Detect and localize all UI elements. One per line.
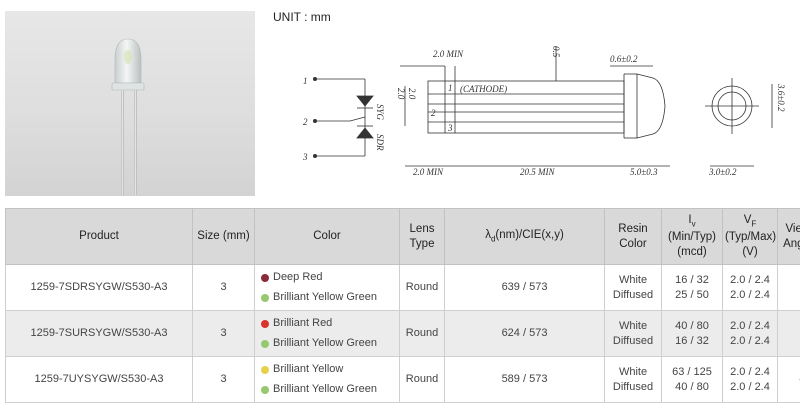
- cell-lambda: 589 / 573: [444, 356, 605, 403]
- dim-pitch-2: 2.0: [407, 88, 417, 100]
- cell-lens: Round: [399, 264, 445, 311]
- cell-product: 1259-7SURSYGW/S530-A3: [5, 310, 193, 357]
- dim-body-length: 5.0±0.3: [630, 167, 658, 177]
- dim-diameter: 3.6±0.2: [776, 83, 786, 112]
- color-dot: [261, 273, 269, 282]
- chip-label-syg: SYG: [375, 104, 385, 121]
- header-resin: Resin Color: [604, 208, 662, 265]
- led-image: [111, 38, 145, 195]
- cell-color: Brilliant Red Brilliant Yellow Green: [254, 310, 400, 357]
- table-header-row: Product Size (mm) Color Lens Type λd(nm)…: [5, 208, 800, 265]
- cell-color: Deep Red Brilliant Yellow Green: [254, 264, 400, 311]
- color-dot: [261, 385, 269, 394]
- dim-lens-top: 0.6±0.2: [610, 54, 638, 64]
- product-photo: [5, 11, 255, 196]
- table-row: 1259-7SURSYGW/S530-A3 3 Brilliant Red Br…: [5, 310, 800, 357]
- pin-3-label: 3: [302, 152, 308, 162]
- cell-resin: White Diffused: [604, 310, 662, 357]
- header-angle: Viewing Angle (°): [777, 208, 800, 265]
- spec-table: Product Size (mm) Color Lens Type λd(nm)…: [5, 208, 800, 403]
- dim-bottom-min: 2.0 MIN: [413, 167, 444, 177]
- body-label-1: 1: [448, 83, 453, 93]
- color-dot: [261, 293, 269, 302]
- header-lambda: λd(nm)/CIE(x,y): [444, 208, 605, 265]
- cell-lambda: 639 / 573: [444, 264, 605, 311]
- dim-top-min: 2.0 MIN: [433, 49, 464, 59]
- cell-lens: Round: [399, 356, 445, 403]
- dim-lead-length: 20.5 MIN: [520, 167, 555, 177]
- dim-lead-width: 0.5: [551, 46, 561, 58]
- header-iv: Iv(Min/Typ)(mcd): [661, 208, 723, 265]
- cell-product: 1259-7SDRSYGW/S530-A3: [5, 264, 193, 311]
- table-row: 1259-7SDRSYGW/S530-A3 3 Deep Red Brillia…: [5, 264, 800, 311]
- cell-resin: White Diffused: [604, 356, 662, 403]
- pin-1-label: 1: [303, 76, 308, 86]
- color-dot: [261, 365, 269, 374]
- header-color: Color: [254, 208, 400, 265]
- color-dot: [261, 319, 269, 328]
- dim-pitch-1: 2.0: [396, 88, 406, 100]
- body-label-2: 2: [431, 108, 436, 118]
- color-dot: [261, 339, 269, 348]
- cell-size: 3: [192, 310, 255, 357]
- table-row: 1259-7UYSYGW/S530-A3 3 Brilliant Yellow …: [5, 356, 800, 403]
- chip-label-sdr: SDR: [375, 134, 385, 151]
- header-lens: Lens Type: [399, 208, 445, 265]
- cell-color: Brilliant Yellow Brilliant Yellow Green: [254, 356, 400, 403]
- cell-size: 3: [192, 264, 255, 311]
- dim-width: 3.0±0.2: [708, 167, 737, 177]
- header-vf: VF(Typ/Max)(V): [722, 208, 778, 265]
- cell-angle: 50: [777, 264, 800, 311]
- cell-angle: 60: [777, 310, 800, 357]
- cell-angle: 40: [777, 356, 800, 403]
- dimension-drawing: SYG SDR 1 2 3 1 2 3 (CATHODE) 2.0 MIN 0.…: [302, 46, 786, 177]
- cell-resin: White Diffused: [604, 264, 662, 311]
- cell-product: 1259-7UYSYGW/S530-A3: [5, 356, 193, 403]
- header-product: Product: [5, 208, 193, 265]
- cathode-label: (CATHODE): [460, 84, 507, 94]
- pin-2-label: 2: [303, 117, 308, 127]
- body-label-3: 3: [447, 123, 453, 133]
- cell-lambda: 624 / 573: [444, 310, 605, 357]
- header-size: Size (mm): [192, 208, 255, 265]
- cell-lens: Round: [399, 310, 445, 357]
- unit-label: UNIT : mm: [273, 10, 331, 24]
- cell-size: 3: [192, 356, 255, 403]
